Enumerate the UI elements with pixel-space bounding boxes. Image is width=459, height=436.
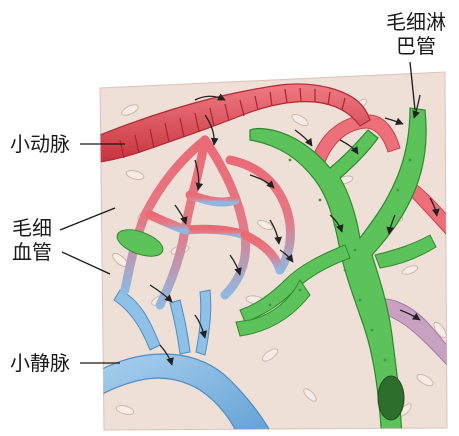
lymph-branch-lower (235, 279, 311, 337)
lymph-texture-dots (268, 158, 412, 362)
lymph-capillary-vessel (249, 107, 427, 430)
leader-lines (59, 61, 416, 364)
capillary-stub-right (404, 179, 447, 237)
arteriole-ridges (119, 87, 346, 159)
lymph-segment-isolated (116, 229, 164, 257)
flow-arrows (149, 93, 440, 366)
lymph-capillary-label-line2: 巴管 (396, 34, 436, 58)
arteriole-label: 小动脉 (10, 132, 70, 156)
lymph-branch-right (374, 234, 437, 269)
blood-capillary-label-line2: 血管 (12, 240, 52, 264)
lymph-capillary-label-line1: 毛细淋 (386, 10, 446, 34)
blood-capillary-label-line1: 毛细 (12, 216, 52, 240)
venule-label: 小静脉 (10, 351, 70, 375)
venule-vessel (100, 353, 276, 430)
blood-capillary-label: 毛细 血管 (12, 216, 52, 264)
lymph-capillary-label: 毛细淋 巴管 (380, 10, 452, 58)
lymph-duct-opening (377, 375, 405, 421)
arteriole-vessel (100, 83, 371, 163)
blood-capillary-network (120, 135, 295, 310)
capillary-loop-right (309, 114, 401, 171)
